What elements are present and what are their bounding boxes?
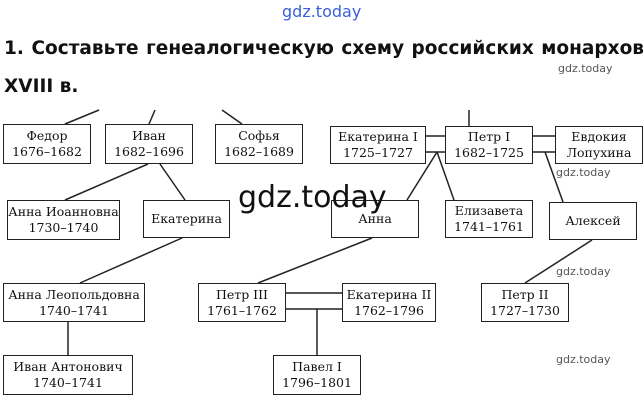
person-surname: Лопухина <box>566 145 632 160</box>
person-years: 1761–1762 <box>207 302 277 318</box>
connector-line <box>524 239 593 284</box>
connector-line <box>544 151 564 203</box>
person-years: 1741–1761 <box>454 219 524 234</box>
person-name: Анна Иоанновна <box>8 204 119 219</box>
watermark-small: gdz.today <box>556 353 611 366</box>
person-name: Евдокия <box>571 129 627 144</box>
person-name: Иван Антонович <box>13 359 123 374</box>
person-years: 1796–1801 <box>282 375 352 390</box>
person-box-aleksei: Алексей <box>549 202 637 240</box>
connector-line <box>406 151 438 201</box>
person-years: 1740–1741 <box>33 375 103 390</box>
person-box-anna: Анна <box>331 200 419 238</box>
person-years: 1725–1727 <box>343 145 413 160</box>
person-years: 1682–1725 <box>454 145 524 160</box>
task-title: 1. Составьте генеалогическую схему росси… <box>4 38 644 59</box>
person-name: Софья <box>238 128 280 143</box>
person-name: Алексей <box>565 213 621 228</box>
person-years: 1682–1689 <box>224 144 294 159</box>
person-years: 1762–1796 <box>354 302 424 318</box>
task-title-century: XVIII в. <box>4 76 79 97</box>
connector-line <box>79 237 183 284</box>
person-name: Екатерина II <box>346 286 432 302</box>
person-name: Анна Леопольдовна <box>8 286 140 302</box>
person-name: Петр I <box>467 129 511 144</box>
connector-line <box>148 109 156 125</box>
connector-line <box>159 163 186 201</box>
connector-line <box>64 109 100 125</box>
person-years: 1730–1740 <box>28 220 99 235</box>
connector-line <box>436 151 455 201</box>
person-years: 1682–1696 <box>114 144 184 159</box>
person-name: Федор <box>26 128 68 143</box>
watermark-center: gdz.today <box>238 180 387 215</box>
person-name: Петр III <box>215 286 268 302</box>
person-name: Екатерина I <box>338 129 418 144</box>
connector-line <box>221 109 243 125</box>
watermark-top: gdz.today <box>282 2 362 21</box>
person-name: Анна <box>358 211 392 226</box>
person-name: Иван <box>132 128 166 143</box>
person-name: Павел I <box>292 359 342 374</box>
person-name: Елизавета <box>454 203 524 218</box>
person-name: Екатерина <box>151 211 222 226</box>
person-box-ekaterina: Екатерина <box>143 200 230 238</box>
connector-line <box>257 237 373 284</box>
person-name: Петр II <box>501 286 549 302</box>
person-years: 1740–1741 <box>39 302 109 318</box>
watermark-small: gdz.today <box>556 166 611 179</box>
watermark-small: gdz.today <box>558 62 613 75</box>
watermark-small: gdz.today <box>556 265 611 278</box>
person-years: 1676–1682 <box>12 144 82 159</box>
connector-line <box>64 163 149 201</box>
person-years: 1727–1730 <box>490 302 560 318</box>
